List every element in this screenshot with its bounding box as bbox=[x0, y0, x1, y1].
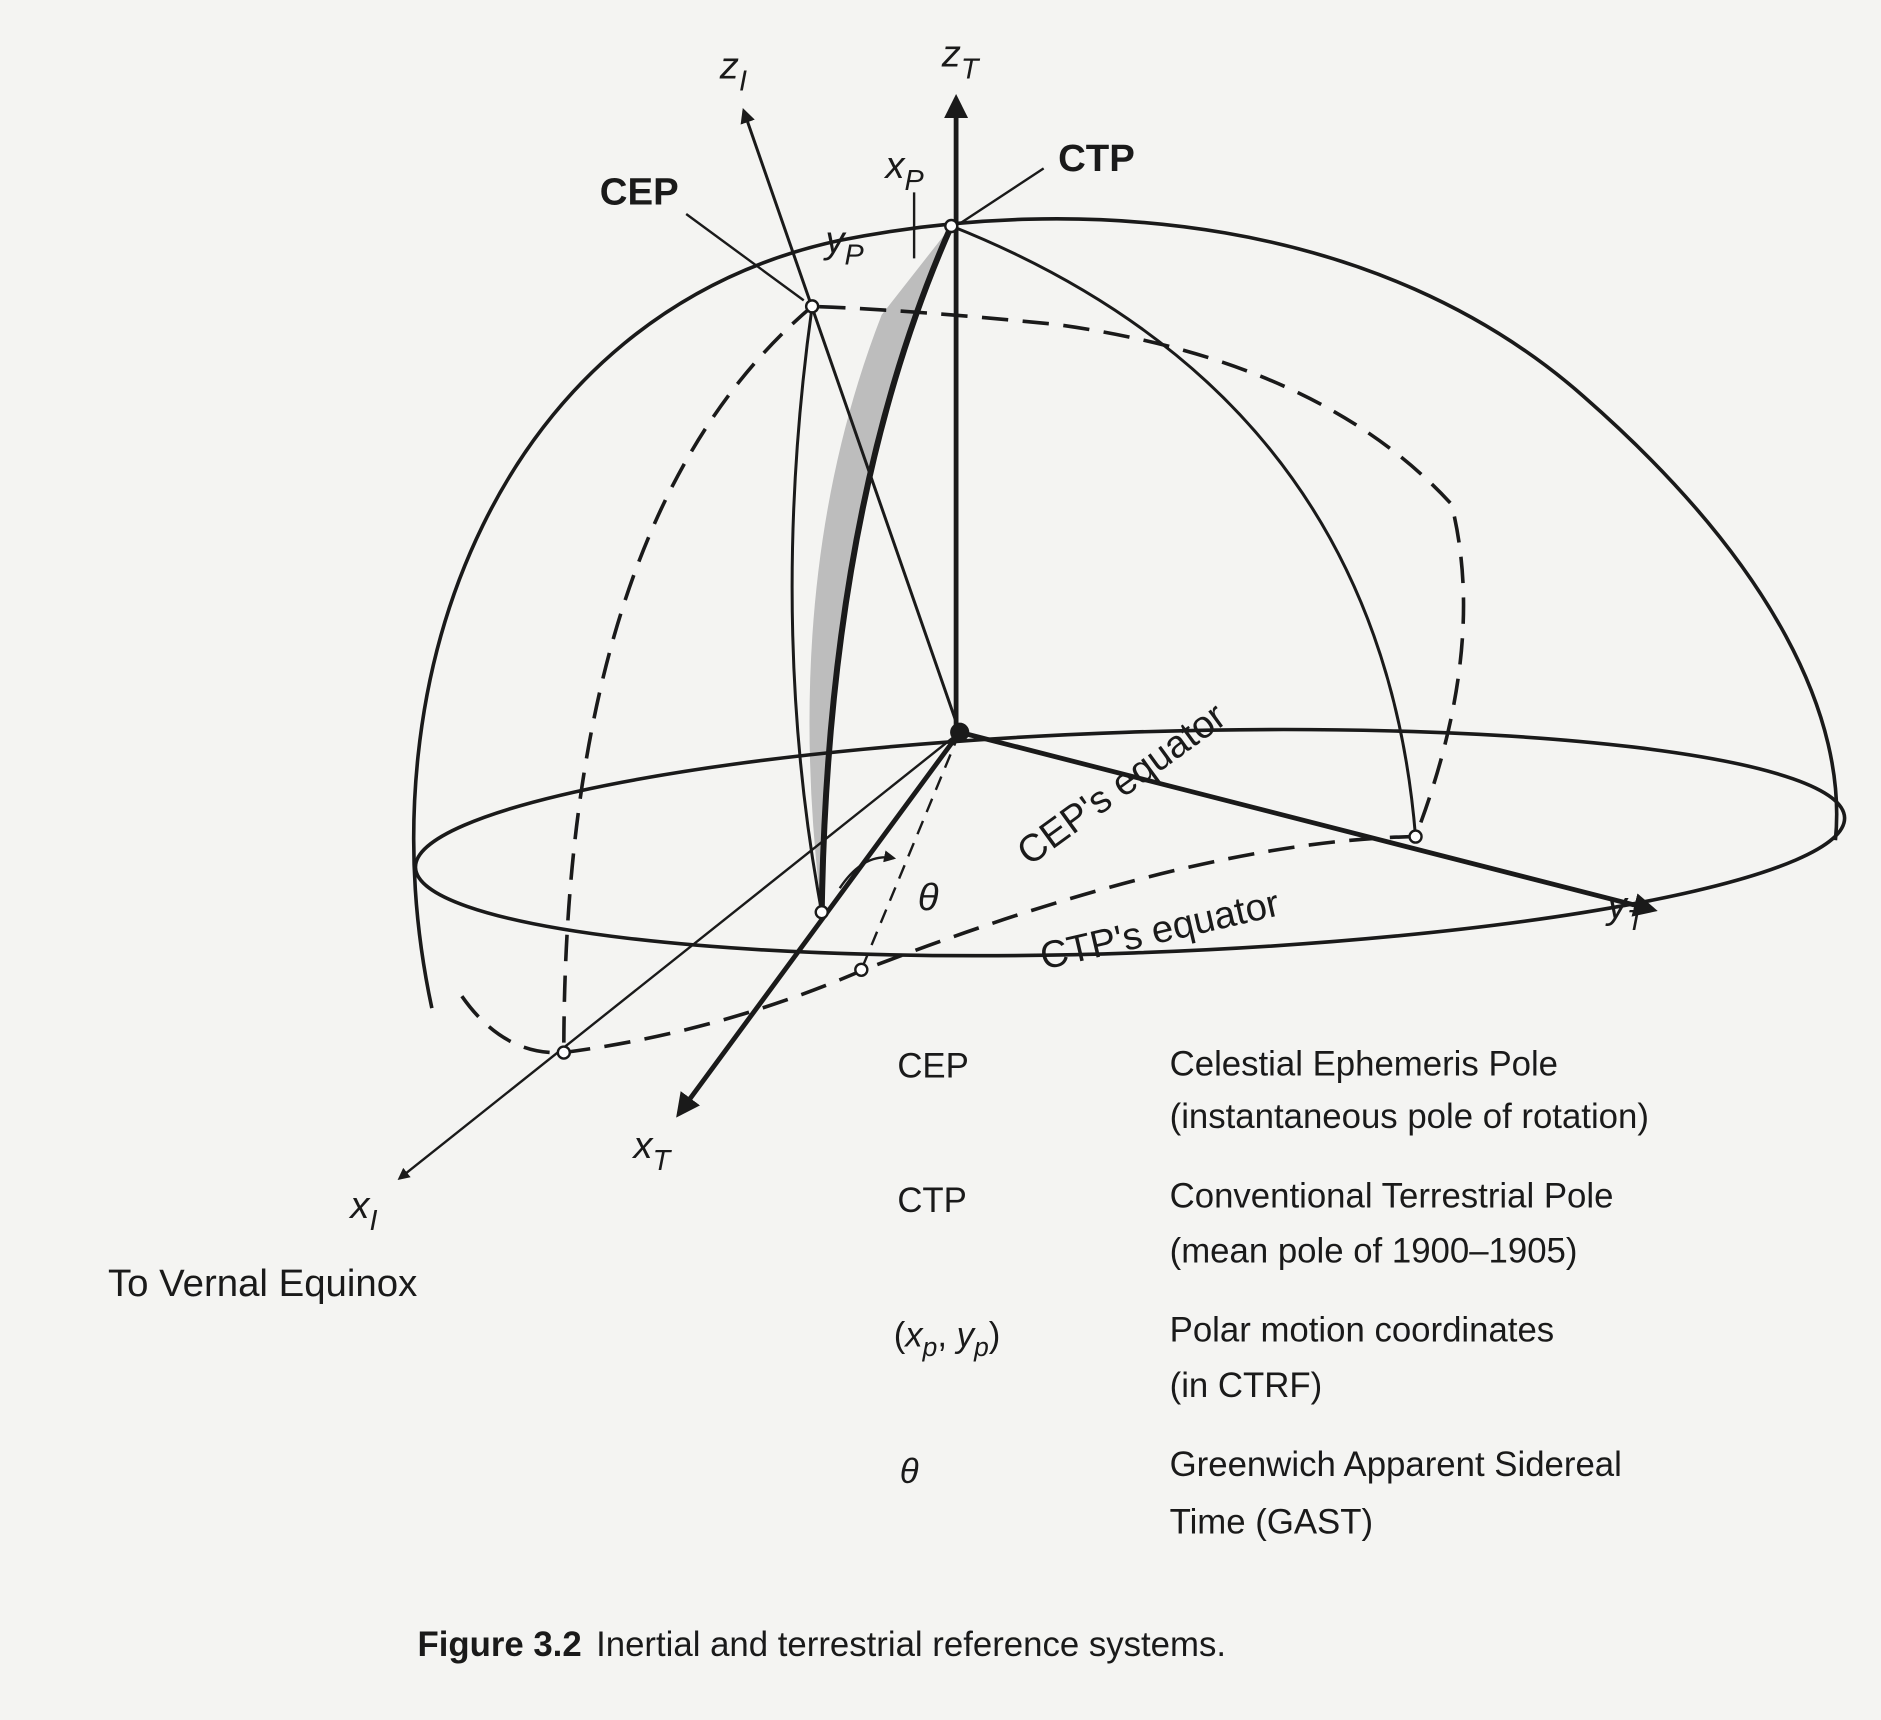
cep-equator bbox=[460, 304, 1466, 1055]
hemisphere-outline bbox=[412, 217, 1839, 1009]
origin-point bbox=[950, 722, 970, 742]
legend-text: (mean pole of 1900–1905) bbox=[1170, 1232, 1578, 1270]
legend-symbol: (xp, yp) bbox=[894, 1316, 1001, 1362]
equator-intersection-point bbox=[814, 904, 829, 920]
legend-text: Celestial Ephemeris Pole bbox=[1170, 1045, 1558, 1083]
z-inertial-label: zI bbox=[719, 44, 747, 97]
y-pole-label: yP bbox=[822, 218, 864, 271]
z-terrestrial-label: zT bbox=[941, 32, 981, 85]
legend-text: (instantaneous pole of rotation) bbox=[1170, 1098, 1649, 1136]
theta-dashed-line bbox=[860, 731, 961, 971]
legend-text: (in CTRF) bbox=[1170, 1367, 1323, 1405]
cep-equator-left-point bbox=[556, 1045, 572, 1060]
legend-symbol: CTP bbox=[897, 1182, 967, 1220]
ctp-pointer bbox=[959, 167, 1045, 225]
cep-equator-label: CEP's equator bbox=[1009, 694, 1234, 874]
ctp-label: CTP bbox=[1058, 137, 1135, 180]
ctp-point bbox=[944, 218, 959, 234]
x-terrestrial-axis bbox=[676, 730, 962, 1118]
cep-meridian bbox=[790, 306, 824, 913]
vernal-equinox-label: To Vernal Equinox bbox=[108, 1262, 417, 1305]
x-inertial-label: xI bbox=[348, 1184, 377, 1237]
polar-motion-shaded-region bbox=[809, 226, 952, 913]
ctp-equator bbox=[413, 727, 1847, 958]
cep-pointer bbox=[685, 213, 805, 302]
cep-meridian-dashed bbox=[562, 305, 814, 1053]
x-terrestrial-label: xT bbox=[631, 1124, 672, 1177]
legend-text: Polar motion coordinates bbox=[1170, 1312, 1555, 1350]
legend-text: Greenwich Apparent Sidereal bbox=[1170, 1446, 1622, 1484]
y-terrestrial-label: yT bbox=[1604, 884, 1646, 937]
legend: CEP Celestial Ephemeris Pole (instantane… bbox=[894, 1045, 1649, 1541]
y-terrestrial-axis bbox=[959, 729, 1658, 917]
legend-symbol: CEP bbox=[897, 1048, 968, 1086]
x-pole-label: xP bbox=[883, 144, 924, 197]
legend-symbol: θ bbox=[900, 1453, 919, 1491]
ctp-meridian-right bbox=[950, 224, 1418, 837]
z-inertial-axis bbox=[740, 108, 962, 733]
legend-text: Conventional Terrestrial Pole bbox=[1170, 1177, 1614, 1215]
legend-text: Time (GAST) bbox=[1170, 1504, 1373, 1542]
x-inertial-axis bbox=[397, 731, 961, 1180]
yt-equator-point bbox=[1408, 829, 1423, 844]
theta-foot-point bbox=[854, 962, 869, 977]
ctp-meridian bbox=[818, 224, 955, 913]
cep-point bbox=[804, 299, 820, 314]
theta-arc bbox=[838, 850, 897, 889]
theta-label: θ bbox=[918, 876, 939, 919]
cep-label: CEP bbox=[600, 170, 679, 213]
